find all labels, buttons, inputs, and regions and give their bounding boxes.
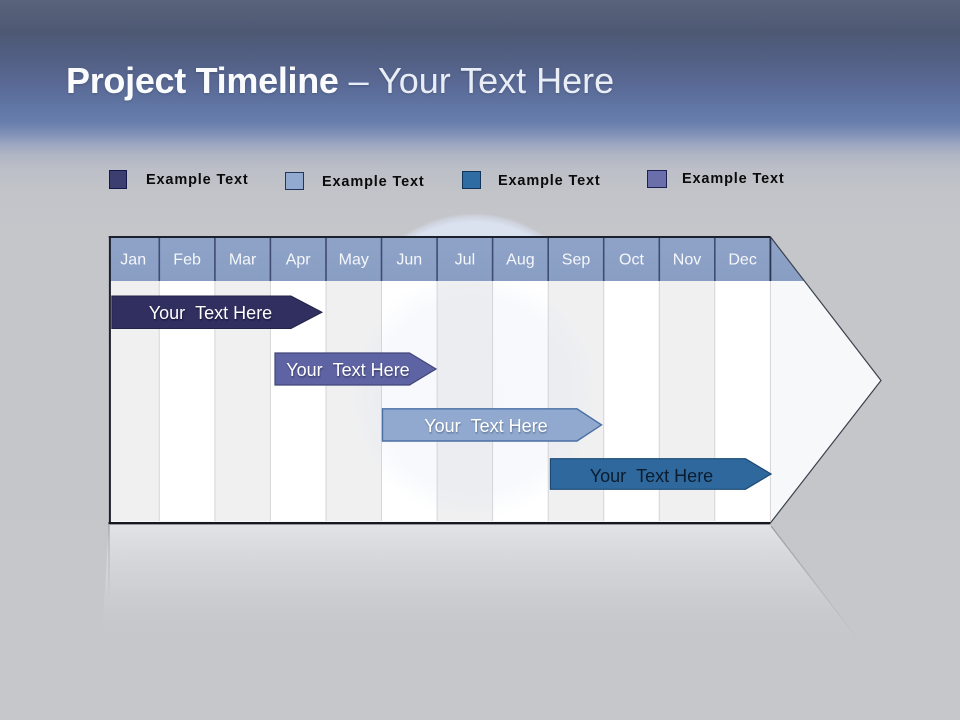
svg-text:Your Text Here: Your Text Here (425, 418, 548, 438)
svg-text:Jan: Jan (120, 252, 146, 269)
svg-text:Jul: Jul (455, 252, 475, 269)
svg-text:Nov: Nov (673, 252, 701, 269)
svg-text:Aug: Aug (506, 252, 534, 269)
svg-text:Your Text Here: Your Text Here (590, 466, 713, 486)
svg-text:Dec: Dec (728, 252, 756, 269)
svg-text:Apr: Apr (286, 252, 312, 269)
svg-text:Jun: Jun (396, 252, 422, 269)
svg-text:Your Text Here: Your Text Here (149, 305, 272, 325)
svg-text:Your Text Here: Your Text Here (286, 360, 409, 380)
svg-text:Your Text Here: Your Text Here (424, 416, 547, 436)
svg-text:Mar: Mar (229, 252, 257, 269)
svg-text:Your Text Here: Your Text Here (287, 361, 410, 381)
svg-text:Your Text Here: Your Text Here (149, 303, 272, 323)
svg-text:Oct: Oct (619, 252, 644, 269)
svg-text:May: May (339, 252, 369, 269)
svg-text:Feb: Feb (173, 252, 201, 269)
svg-text:Sep: Sep (562, 252, 591, 269)
